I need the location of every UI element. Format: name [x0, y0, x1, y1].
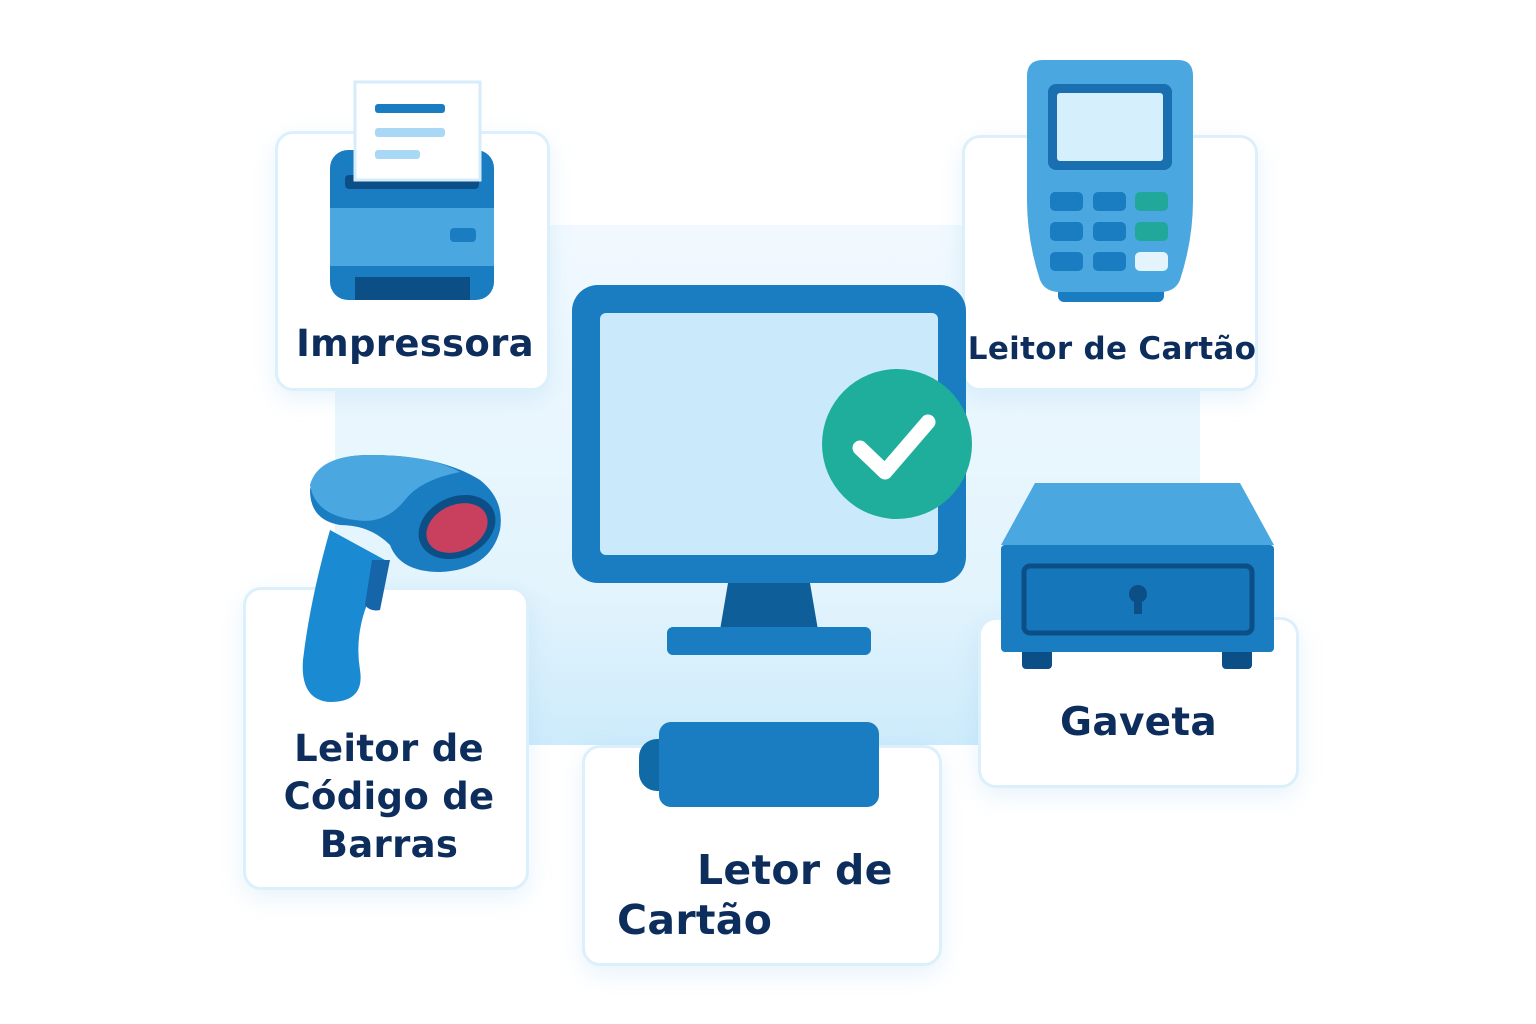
printer-label: Impressora	[296, 322, 534, 365]
card-terminal-icon	[1027, 60, 1193, 302]
barcode-scanner-label-line: Leitor de	[294, 727, 484, 770]
barcode-scanner-label-line: Barras	[319, 823, 459, 866]
card-reader-icon	[639, 722, 879, 807]
barcode-scanner-card[interactable]	[243, 587, 529, 890]
card-terminal-label: Leitor de Cartão	[967, 331, 1257, 367]
barcode-scanner-label-line: Código de	[283, 775, 495, 818]
barcode-scanner-icon	[302, 455, 501, 702]
barcode-scanner-label: Leitor de Código de Barras	[243, 725, 535, 869]
card-reader-label-line: Letor de	[697, 846, 893, 894]
printer-icon	[330, 80, 494, 300]
cash-drawer-label: Gaveta	[1060, 700, 1217, 745]
card-reader-label-line: Cartão	[617, 896, 773, 944]
cash-drawer-icon	[1001, 483, 1274, 669]
check-circle-icon	[822, 369, 972, 519]
